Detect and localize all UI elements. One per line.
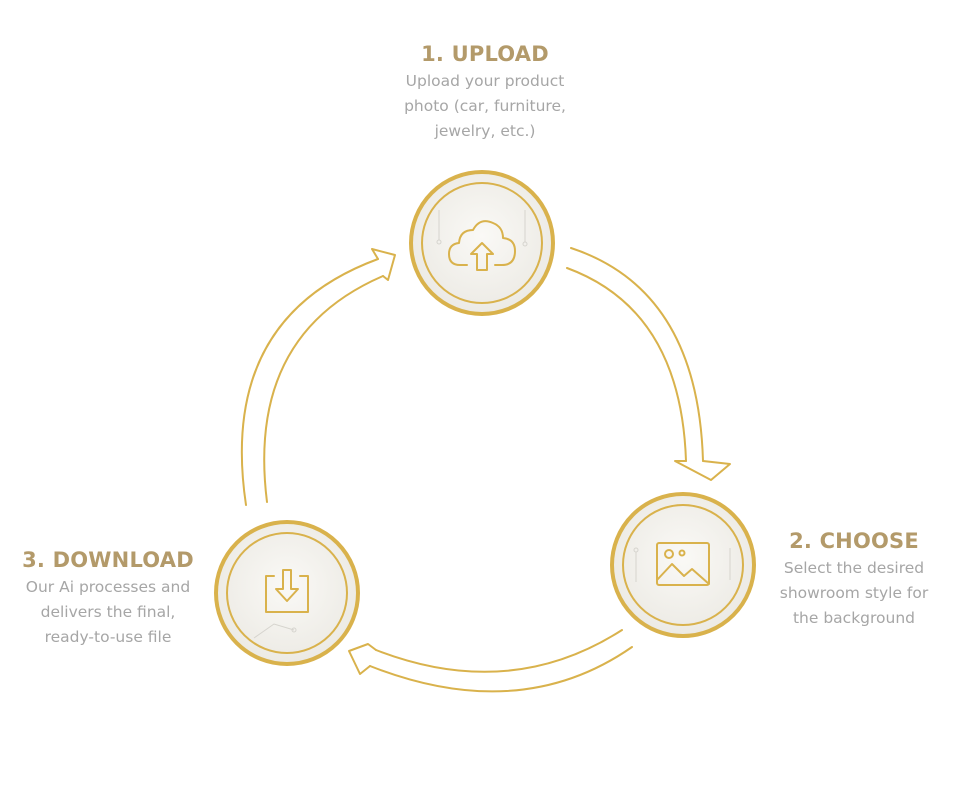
step-download-title: 3. DOWNLOAD <box>22 548 194 572</box>
step-upload-title: 1. UPLOAD <box>421 42 549 66</box>
step-choose-description-line: the background <box>792 609 916 627</box>
download-medallion <box>214 520 360 666</box>
step-download-description: Our Ai processes and delivers the final,… <box>0 575 216 650</box>
arrow-download-to-upload <box>240 248 396 506</box>
step-choose-text: 2. CHOOSE Select the desired showroom st… <box>744 527 961 631</box>
step-upload-description-line: jewelry, etc.) <box>434 122 536 140</box>
step-download-description-line: delivers the final, <box>40 603 176 621</box>
upload-medallion <box>409 170 555 316</box>
step-upload-text: 1. UPLOAD Upload your product photo (car… <box>365 40 605 144</box>
step-choose-description-line: Select the desired <box>783 559 925 577</box>
arrow-choose-to-download <box>348 629 633 693</box>
image-icon <box>656 542 710 586</box>
step-upload-description-line: photo (car, furniture, <box>404 97 566 115</box>
download-tray-icon <box>265 569 309 613</box>
step-choose-description: Select the desired showroom style for th… <box>744 556 961 631</box>
step-choose-title: 2. CHOOSE <box>789 529 919 553</box>
step-upload-description-line: Upload your product <box>405 72 565 90</box>
choose-medallion <box>610 492 756 638</box>
arrow-upload-to-choose <box>566 247 731 481</box>
step-choose-description-line: showroom style for <box>779 584 929 602</box>
step-download-description-line: Our Ai processes and <box>25 578 191 596</box>
step-download-description-line: ready-to-use file <box>44 628 172 646</box>
step-download-text: 3. DOWNLOAD Our Ai processes and deliver… <box>0 546 216 650</box>
step-upload-description: Upload your product photo (car, furnitur… <box>365 69 605 144</box>
cloud-upload-icon <box>448 220 516 271</box>
